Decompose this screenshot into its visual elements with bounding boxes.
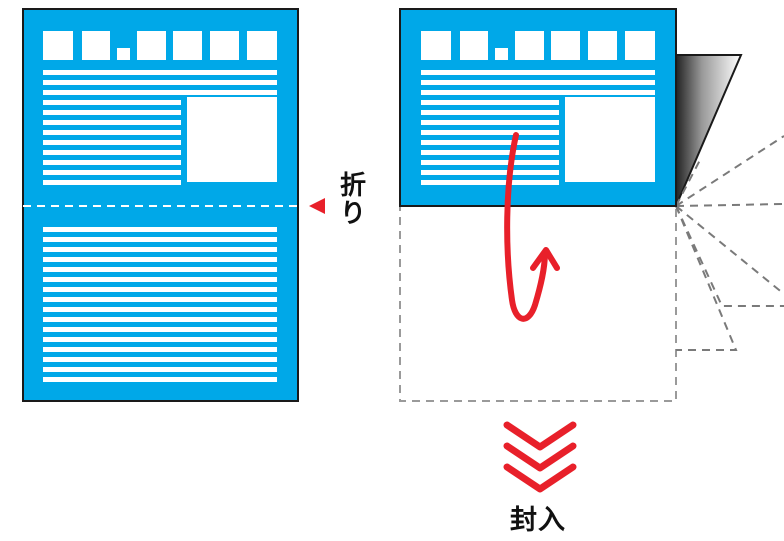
folded-header-blocks <box>421 31 655 60</box>
fold-marker-icon <box>309 198 325 214</box>
flap-swing-lines <box>675 135 784 351</box>
folded-text-lines-side <box>421 100 559 185</box>
sheet-header-blocks <box>43 31 277 60</box>
sheet-text-lines-top <box>43 70 277 95</box>
text-line <box>43 287 277 292</box>
double-chevron-down-icon <box>503 421 577 493</box>
text-line <box>43 237 277 242</box>
envelope-flap <box>675 54 743 207</box>
text-line <box>43 347 277 352</box>
sheet-image-box <box>187 97 277 182</box>
text-line <box>43 227 277 232</box>
text-line <box>43 357 277 362</box>
text-line <box>43 307 277 312</box>
text-line <box>43 247 277 252</box>
folded-image-box <box>565 97 655 182</box>
text-line <box>43 367 277 372</box>
fold-label: 折 り <box>338 172 368 228</box>
text-line <box>43 377 277 382</box>
unfolded-sheet <box>22 8 299 402</box>
sheet-text-lines-bottom <box>43 227 277 382</box>
enclose-label: 封入 <box>510 505 566 536</box>
text-line <box>43 337 277 342</box>
text-line <box>43 317 277 322</box>
text-line <box>43 297 277 302</box>
text-line <box>43 277 277 282</box>
folded-sheet <box>399 8 677 207</box>
fold-label-char-1: 折 <box>339 171 366 201</box>
text-line <box>43 257 277 262</box>
sheet-text-lines-side <box>43 100 181 185</box>
folded-text-lines-top <box>421 70 655 95</box>
text-line <box>43 327 277 332</box>
text-line <box>43 267 277 272</box>
folded-half-outline <box>399 204 677 402</box>
sheet-background <box>22 8 299 402</box>
curved-fold-arrow-icon <box>504 132 560 322</box>
fold-label-char-2: り <box>339 199 366 229</box>
